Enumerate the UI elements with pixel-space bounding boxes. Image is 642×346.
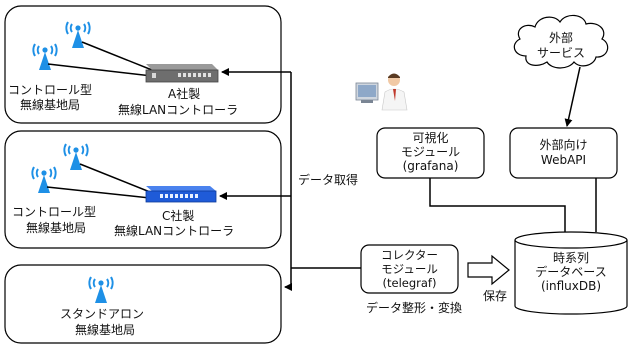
visualizer-module: 可視化 モジュール (grafana) <box>376 127 485 179</box>
data-acquisition-label: データ取得 <box>298 172 358 187</box>
cloud-icon: 外部 サービス <box>513 14 609 69</box>
ap-label-line2: 無線基地局 <box>20 97 80 112</box>
data-collection-lines <box>219 68 361 291</box>
ap-label-line2: 無線基地局 <box>26 220 86 235</box>
ap-label-line1: スタンドアロン <box>60 307 144 321</box>
panel-standalone: スタンドアロン 無線基地局 <box>4 264 282 344</box>
cloud-to-webapi-arrow <box>564 66 581 127</box>
cloud-line2: サービス <box>537 46 585 60</box>
antenna-icon <box>63 143 89 170</box>
collector-module: コレクター モジュール (telegraf) <box>360 244 459 294</box>
database-line2: データベース <box>535 264 606 279</box>
webapi-line1: 外部向け <box>539 137 587 152</box>
collector-line2: モジュール <box>381 262 438 276</box>
visualizer-line2: モジュール <box>401 145 460 159</box>
collector-line3: (telegraf) <box>383 276 437 290</box>
ap-label-line1: コントロール型 <box>8 83 92 97</box>
controller-label-line1: A社製 <box>168 86 200 101</box>
visualizer-to-db-line <box>429 178 566 232</box>
controller-a-device <box>145 64 219 83</box>
person-at-computer-icon <box>355 73 408 111</box>
ap-label-line1: コントロール型 <box>12 205 96 219</box>
antenna-icon <box>88 276 114 303</box>
antenna-icon <box>32 43 58 70</box>
link-line <box>79 163 151 193</box>
controller-label-line1: C社製 <box>162 208 194 223</box>
webapi-module: 外部向け WebAPI <box>509 127 618 179</box>
panel-c: コントロール型 無線基地局 C社製 無線LANコントローラ <box>4 130 282 249</box>
visualizer-line1: 可視化 <box>412 130 448 145</box>
controller-label-line2: 無線LANコントローラ <box>118 102 238 117</box>
controller-label-line2: 無線LANコントローラ <box>114 223 234 238</box>
link-line <box>81 41 153 71</box>
database-line1: 時系列 <box>553 251 589 265</box>
store-label: 保存 <box>483 289 507 303</box>
block-arrow <box>467 254 510 286</box>
visualizer-line3: (grafana) <box>403 159 459 173</box>
database-cylinder: 時系列 データベース (influxDB) <box>514 231 628 315</box>
webapi-line2: WebAPI <box>541 153 586 167</box>
collector-line1: コレクター <box>381 248 438 262</box>
ap-label-line2: 無線基地局 <box>75 322 135 337</box>
cloud-line1: 外部 <box>549 30 573 45</box>
link-line <box>46 186 151 199</box>
shaping-label: データ整形・変換 <box>366 300 462 315</box>
controller-c-device <box>145 186 217 203</box>
panel-a: コントロール型 無線基地局 A社製 無線LANコントローラ <box>4 5 282 124</box>
antenna-icon <box>31 166 57 193</box>
antenna-icon <box>65 21 91 48</box>
panel-standalone-frame <box>4 264 282 344</box>
panel-a-frame <box>4 5 282 124</box>
link-line <box>47 63 153 77</box>
database-line3: (influxDB) <box>541 279 601 293</box>
